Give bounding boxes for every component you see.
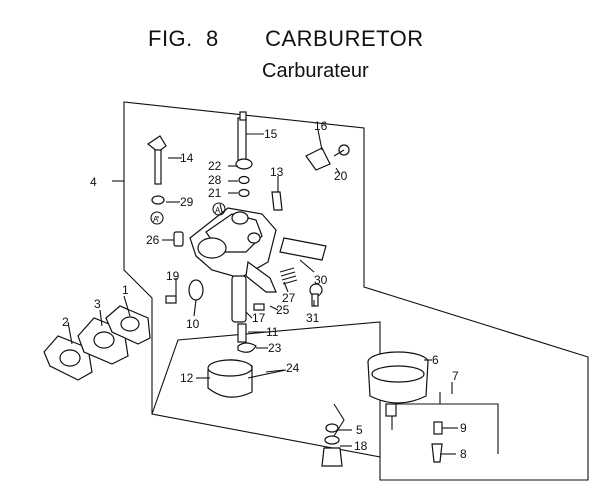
jet-26 (173, 231, 184, 247)
spring-27 (279, 267, 298, 285)
callout-20: 20 (334, 169, 348, 183)
callout-2: 2 (62, 315, 69, 329)
callout-8: 8 (460, 447, 467, 461)
callout-19: 19 (166, 269, 180, 283)
callout-25: 25 (276, 303, 290, 317)
tube-30 (279, 237, 327, 261)
circle-mark-a-2: A (212, 202, 226, 216)
throttle-shaft-15 (237, 111, 247, 165)
figure-title: FIG. 8 CARBURETOR (148, 26, 424, 52)
bolt-18 (321, 435, 343, 467)
washer-29 (151, 195, 165, 205)
plate-16 (305, 147, 331, 171)
gasket-5 (325, 423, 339, 433)
callout-10: 10 (186, 317, 200, 331)
title-french: Carburateur (262, 60, 369, 82)
assembly-boundary (123, 101, 589, 481)
callout-12: 12 (180, 371, 194, 385)
choke-lever-14 (146, 135, 167, 185)
callout-21: 21 (208, 186, 222, 200)
circle-mark-a-2-label: A (215, 206, 221, 215)
callout-9: 9 (460, 421, 467, 435)
callout-16: 16 (314, 119, 328, 133)
callout-1: 1 (122, 283, 129, 297)
callout-11: 11 (266, 325, 279, 339)
fig-label: FIG. (148, 26, 193, 51)
callout-18: 18 (354, 439, 368, 453)
callout-6: 6 (432, 353, 439, 367)
drain-screw-9 (433, 421, 443, 435)
callout-13: 13 (270, 165, 284, 179)
leader-lines (67, 129, 458, 455)
callout-7: 7 (452, 369, 459, 383)
circle-mark-a-1-label: A (153, 215, 159, 224)
gasket-1 (105, 305, 151, 345)
circle-mark-a-1: A (150, 211, 164, 225)
gasket-2 (43, 335, 93, 381)
callout-17: 17 (252, 311, 266, 325)
title-english: CARBURETOR (265, 26, 424, 51)
cap-22 (235, 158, 253, 170)
screw-19 (165, 295, 177, 304)
washer-21 (238, 188, 250, 198)
callout-15: 15 (264, 127, 278, 141)
clip-23 (237, 342, 257, 353)
callout-31: 31 (306, 311, 320, 325)
callout-14: 14 (180, 151, 194, 165)
needle-11 (237, 323, 247, 343)
callout-5: 5 (356, 423, 363, 437)
clamp-12 (207, 359, 253, 398)
carburetor-body (189, 207, 277, 323)
fig-number: 8 (206, 26, 219, 51)
callout-27: 27 (282, 291, 296, 305)
callout-24: 24 (286, 361, 300, 375)
callout-23: 23 (268, 341, 282, 355)
subgroup-boundary (151, 321, 381, 457)
screw-25 (253, 303, 265, 311)
float-bowl-6 (367, 351, 429, 417)
callout-28: 28 (208, 173, 222, 187)
screw-31 (309, 283, 323, 307)
callout-30: 30 (314, 273, 328, 287)
ring-28 (238, 175, 250, 185)
callout-22: 22 (208, 159, 222, 173)
diaphragm-10 (188, 279, 204, 301)
wire-24 (247, 369, 287, 379)
screw-8 (431, 443, 443, 463)
screw-20 (333, 144, 350, 157)
screw-13 (271, 191, 283, 211)
callout-4: 4 (90, 175, 97, 189)
callout-29: 29 (180, 195, 194, 209)
callout-3: 3 (94, 297, 101, 311)
callout-26: 26 (146, 233, 160, 247)
